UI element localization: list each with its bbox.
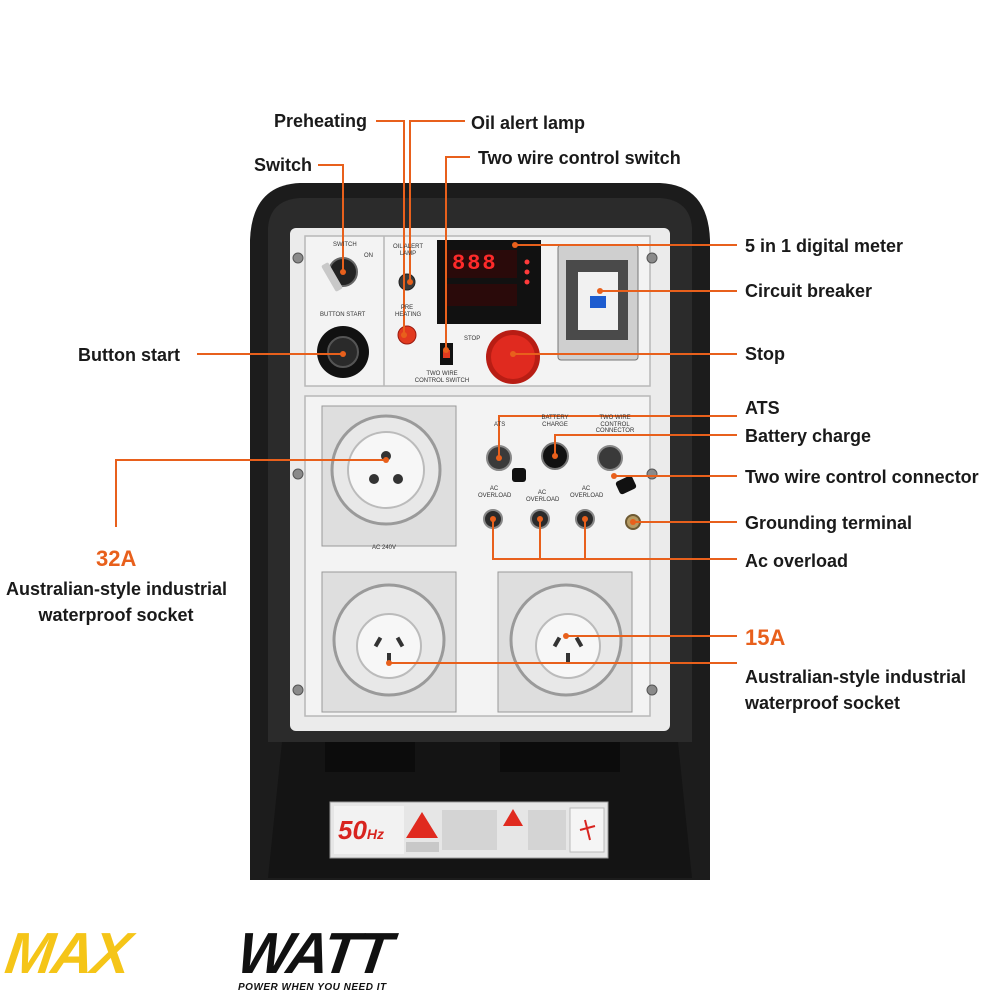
label-button-start: Button start <box>78 345 180 365</box>
key <box>321 262 343 292</box>
label-15a-socket-line2: waterproof socket <box>745 693 901 713</box>
housing-foot-left <box>325 742 415 772</box>
circuit-breaker-lever <box>590 296 606 308</box>
digital-meter-reading: 888 <box>452 251 498 276</box>
screw <box>292 252 304 264</box>
callout-two-wire-control-switch <box>445 156 470 350</box>
label-battery-charge: Battery charge <box>745 426 872 446</box>
meter-led <box>524 279 530 285</box>
panel-text-switch: SWITCH <box>333 242 357 248</box>
two-wire-control-connector-socket <box>597 445 623 471</box>
screw <box>646 252 658 264</box>
panel-text-pre-heating: PRE HEATING <box>395 305 422 318</box>
label-ats: ATS <box>745 398 780 418</box>
socket-15a-left-slot <box>395 636 405 648</box>
callout-preheating <box>376 120 405 335</box>
socket-15a-right-face <box>535 613 601 679</box>
screw <box>292 684 304 696</box>
panel-text-button-start: BUTTON START <box>320 312 366 318</box>
digital-meter-display <box>447 250 517 278</box>
callout-battery-charge <box>554 434 737 456</box>
label-two-wire-control-connector: Two wire control connector <box>745 467 979 487</box>
frequency-label: 50Hz <box>338 817 384 843</box>
screw <box>292 468 304 480</box>
socket-15a-left-face <box>356 613 422 679</box>
callout-32a-socket <box>115 459 386 527</box>
warning-text-block <box>442 810 497 850</box>
panel-text-ats: ATS <box>494 422 506 428</box>
meter-led <box>524 269 530 275</box>
label-circuit-breaker: Circuit breaker <box>745 281 873 301</box>
panel-text-two-wire-control-switch: TWO WIRE CONTROL SWITCH <box>414 371 470 384</box>
socket-15a-left-slot <box>387 653 391 663</box>
label-ac-overload: Ac overload <box>745 551 849 571</box>
connector-cap <box>512 468 526 482</box>
frequency-unit: Hz <box>366 826 385 842</box>
panel-text-two-wire-control-connector: TWO WIRE CONTROL CONNECTOR <box>595 415 635 435</box>
callout-dots <box>340 242 636 666</box>
warning-text-block <box>406 842 439 852</box>
warning-triangle-icon <box>503 809 523 826</box>
two-wire-switch-led <box>443 350 450 358</box>
meter-led <box>524 259 530 265</box>
warning-pictogram-icon <box>579 819 596 841</box>
panel-text-ac-overload: AC OVERLOAD <box>570 486 604 499</box>
panel-text-on: ON <box>364 253 373 259</box>
label-two-wire-control-switch: Two wire control switch <box>478 148 681 168</box>
socket-15a-right-slot <box>566 653 570 663</box>
frequency-value: 50 <box>338 815 367 845</box>
socket-32a-face <box>347 431 425 509</box>
socket-15a-left-slot <box>373 636 383 648</box>
socket-15a-right-slot <box>574 636 584 648</box>
callout-lines <box>115 120 737 664</box>
warning-label-hz-box <box>334 806 404 854</box>
callout-ac-overload <box>492 519 737 560</box>
screw <box>646 468 658 480</box>
socket-32a-pin <box>393 474 403 484</box>
label-oil-alert-lamp: Oil alert lamp <box>471 113 586 133</box>
panel-text-ac-overload: AC OVERLOAD <box>526 490 560 503</box>
logo-brand-left: MAX <box>1 921 134 986</box>
warning-text-block <box>528 810 566 850</box>
warning-triangle-icon <box>406 812 438 838</box>
maxwatt-logo: MAX WATT POWER WHEN YOU NEED IT <box>2 921 426 1000</box>
socket-15a-right-slot <box>552 636 562 648</box>
label-preheating: Preheating <box>274 111 368 131</box>
label-32a-socket-line2: waterproof socket <box>38 605 194 625</box>
socket-32a-pin <box>369 474 379 484</box>
digital-meter-display-lower <box>447 284 517 306</box>
housing-foot-right <box>500 742 620 772</box>
logo-brand-right: WATT <box>233 921 395 986</box>
callout-switch <box>318 164 344 272</box>
screw <box>646 684 658 696</box>
logo-tagline: POWER WHEN YOU NEED IT <box>238 982 387 993</box>
panel-text-ac-240v: AC 240V <box>372 545 397 551</box>
label-15a-rating: 15A <box>745 625 786 650</box>
panel-text-battery-charge: BATTERY CHARGE <box>541 415 569 428</box>
panel-text-ac-overload: AC OVERLOAD <box>478 486 512 499</box>
label-grounding-terminal: Grounding terminal <box>745 513 913 533</box>
label-15a-socket-line1: Australian-style industrial <box>745 667 967 687</box>
label-digital-meter: 5 in 1 digital meter <box>745 236 904 256</box>
panel-text-oil-alert-lamp: OIL ALERT LAMP <box>392 244 423 257</box>
label-32a-rating: 32A <box>96 546 137 571</box>
label-stop: Stop <box>745 344 785 364</box>
panel-text-stop: STOP <box>464 336 481 342</box>
connector-cap <box>615 475 637 495</box>
label-32a-socket-line1: Australian-style industrial <box>6 579 228 599</box>
label-switch: Switch <box>254 155 313 175</box>
callout-oil-alert-lamp <box>409 120 465 282</box>
callout-ats <box>498 415 737 458</box>
